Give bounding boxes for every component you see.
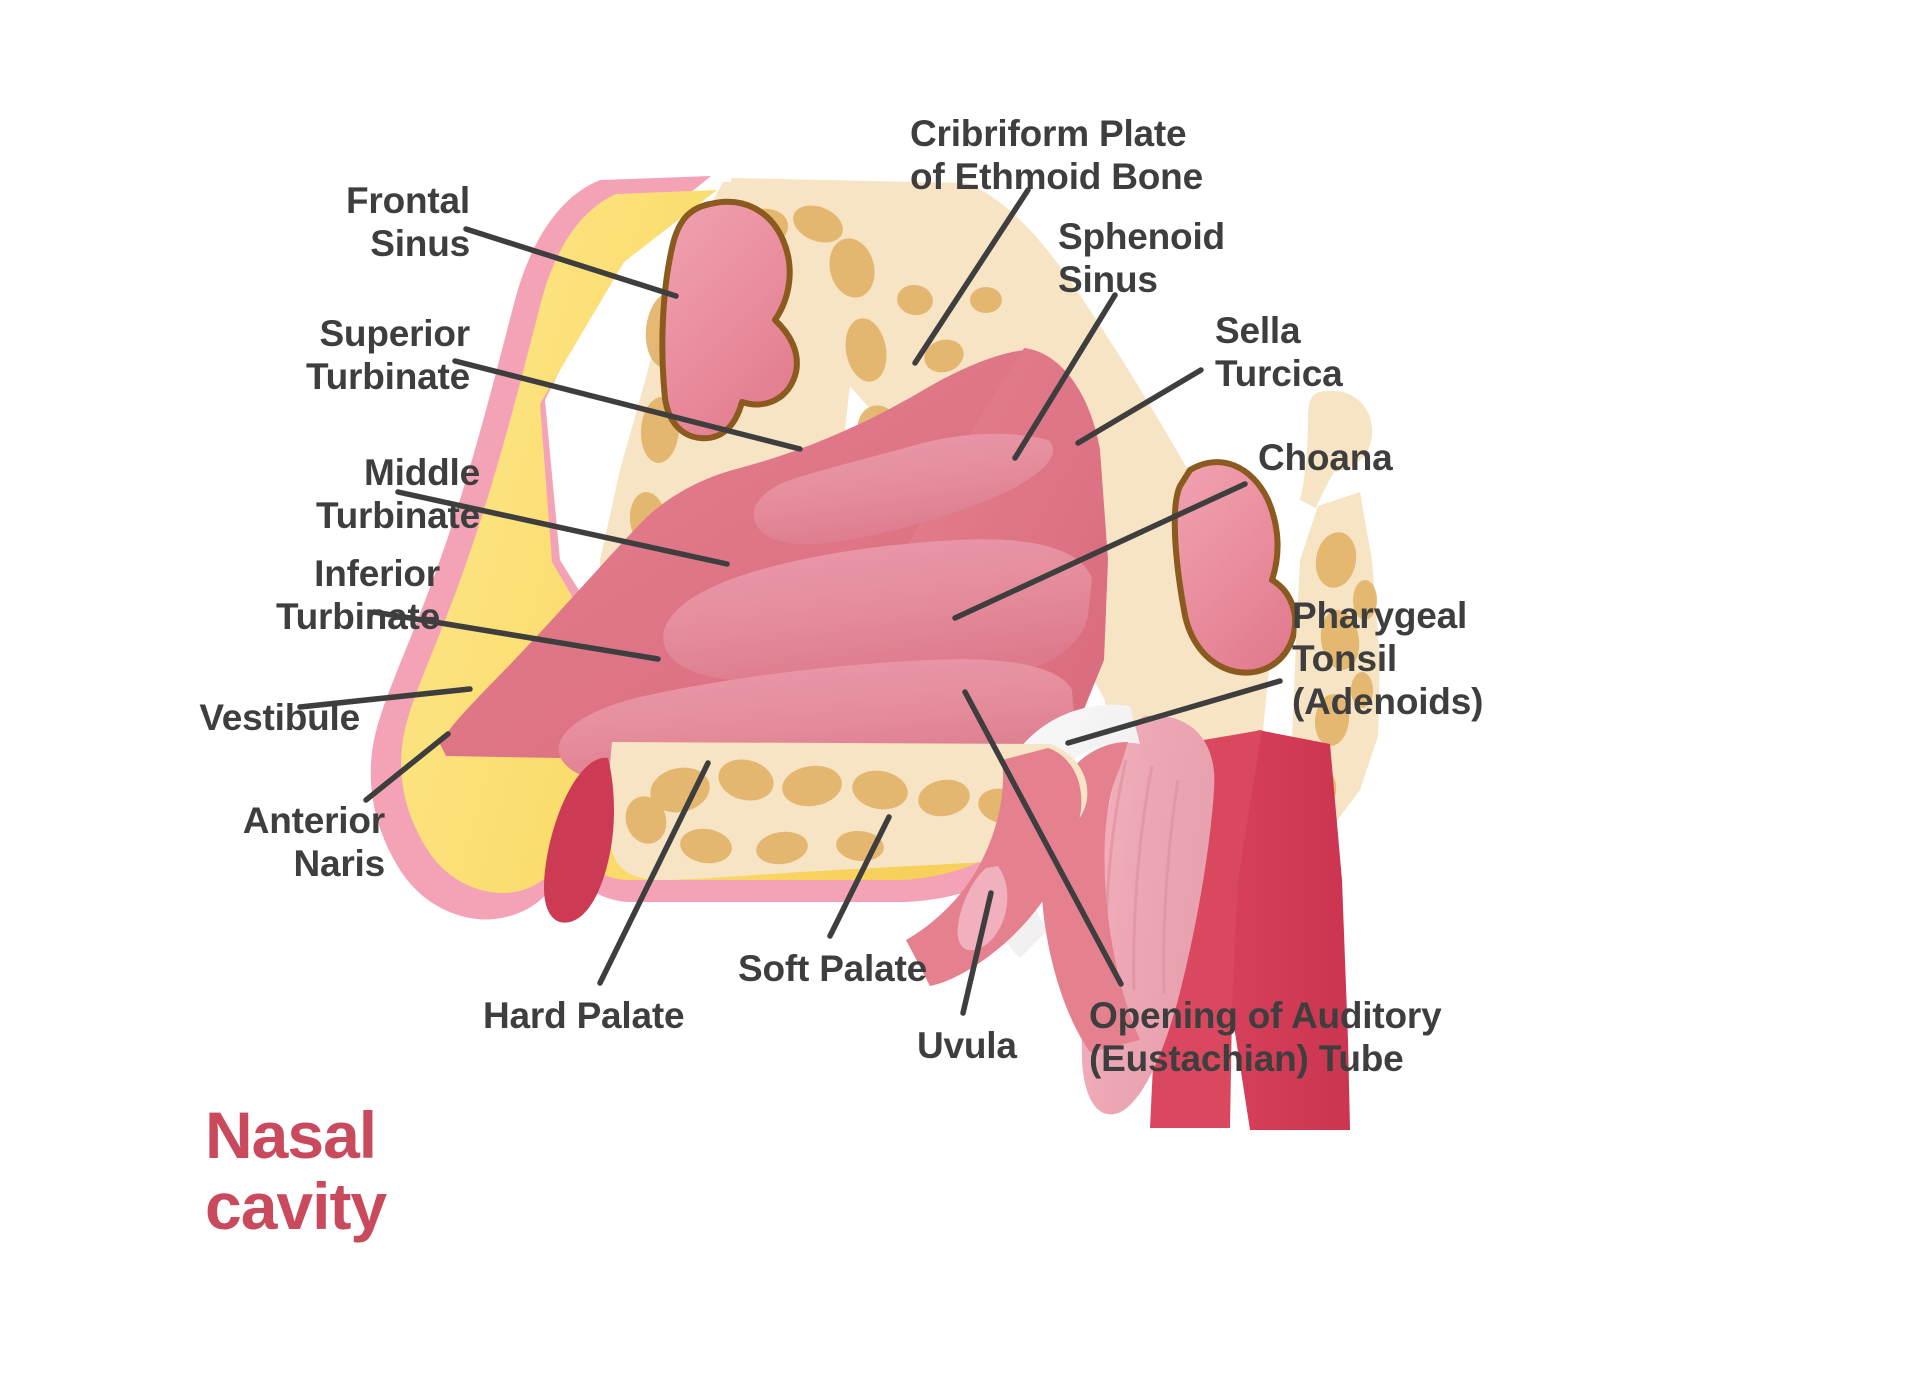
vestibule-region bbox=[544, 757, 614, 923]
label-inferior-turbinate: Inferior Turbinate bbox=[275, 553, 440, 637]
leader-middle-turbinate bbox=[395, 489, 730, 567]
uvula-shape bbox=[957, 866, 1008, 951]
sphenoid-sinus-shape bbox=[1171, 459, 1299, 676]
leader-superior-turbinate bbox=[452, 358, 803, 452]
label-sella-turcica: Sella Turcica bbox=[1215, 310, 1343, 394]
uvula-body bbox=[957, 866, 1008, 951]
label-superior-turbinate: Superior Turbinate bbox=[305, 313, 470, 397]
label-sphenoid-sinus: Sphenoid Sinus bbox=[1058, 216, 1225, 300]
middle-turbinate-body bbox=[663, 539, 1092, 682]
superior-turbinate-body bbox=[753, 433, 1054, 545]
label-uvula: Uvula bbox=[917, 1025, 1017, 1066]
leader-auditory-tube bbox=[962, 689, 1124, 987]
label-pharygeal-tonsil: Pharygeal Tonsil (Adenoids) bbox=[1292, 595, 1484, 722]
leader-choana bbox=[952, 481, 1248, 621]
leader-cribriform bbox=[912, 187, 1031, 366]
leader-soft-palate bbox=[827, 814, 892, 939]
choana-opening bbox=[927, 594, 1023, 666]
label-choana: Choana bbox=[1258, 437, 1393, 478]
leader-inferior-turbinate bbox=[371, 609, 661, 662]
leader-frontal-sinus bbox=[463, 226, 679, 299]
page-title: Nasal cavity bbox=[205, 1098, 387, 1244]
sella-turcica-shape bbox=[1300, 390, 1373, 508]
sphenoid-sinus-group bbox=[1171, 459, 1299, 676]
label-frontal-sinus: Frontal Sinus bbox=[346, 180, 470, 264]
trabecular-bone-palate bbox=[625, 759, 1026, 865]
label-vestibule: Vestibule bbox=[199, 697, 360, 738]
frontal-sinus-shape bbox=[659, 198, 800, 442]
sella-turcica-bone bbox=[1300, 390, 1373, 508]
label-anterior-naris: Anterior Naris bbox=[242, 800, 386, 884]
leader-uvula bbox=[960, 890, 994, 1016]
leader-pharygeal bbox=[1065, 678, 1283, 746]
leader-vestibule bbox=[297, 686, 473, 710]
label-middle-turbinate: Middle Turbinate bbox=[315, 452, 480, 536]
vestibule-shape bbox=[544, 757, 614, 923]
leader-lines bbox=[297, 187, 1283, 1016]
trabecular-bone-posterior bbox=[1307, 532, 1377, 806]
leader-sella bbox=[1075, 367, 1204, 446]
pharynx-wall-shape bbox=[1226, 730, 1350, 1130]
leader-hard-palate bbox=[597, 760, 711, 986]
label-hard-palate: Hard Palate bbox=[483, 995, 685, 1036]
label-opening-auditory-tube: Opening of Auditory (Eustachian) Tube bbox=[1089, 995, 1442, 1079]
leader-anterior-naris bbox=[363, 731, 451, 803]
label-cribriform-plate: Cribriform Plate of Ethmoid Bone bbox=[910, 113, 1203, 197]
leader-sphenoid bbox=[1012, 292, 1118, 461]
label-soft-palate: Soft Palate bbox=[738, 948, 928, 989]
frontal-sinus-cavity bbox=[659, 198, 800, 442]
